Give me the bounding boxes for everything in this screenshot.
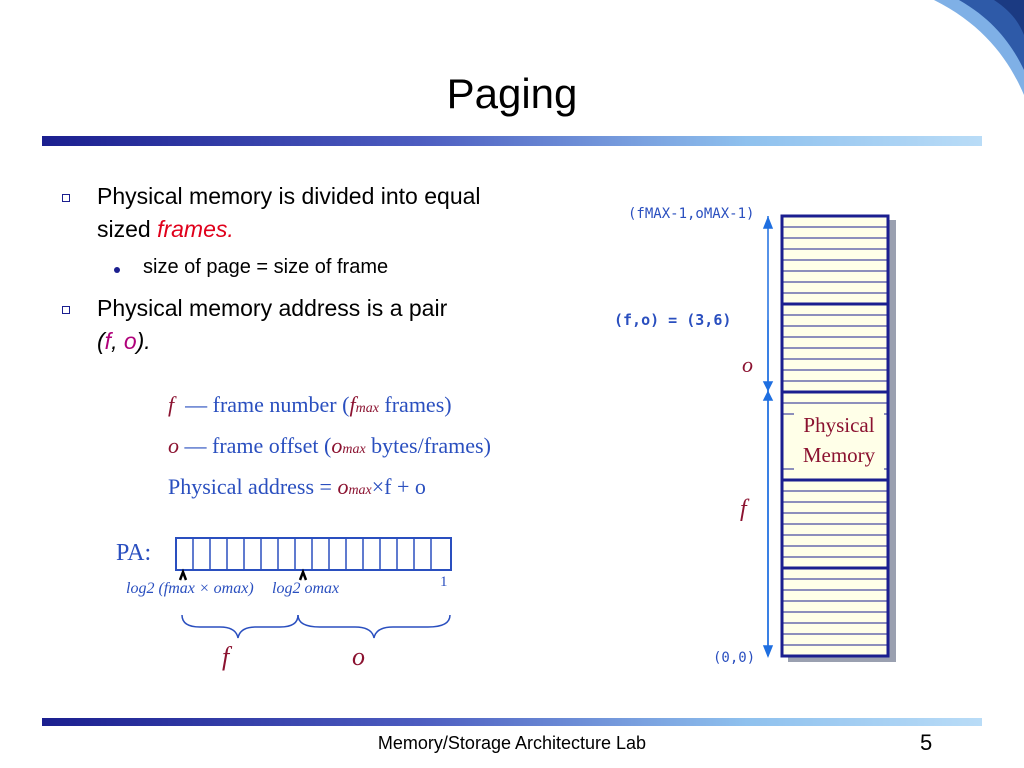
pa-low-bit-label: 1: [440, 574, 448, 590]
pa-offset-bit-label: log2 omax: [272, 580, 340, 597]
def-frame-offset: o — frame offset (omax bytes/frames): [168, 433, 491, 458]
pa-label: PA:: [116, 540, 152, 566]
corner-page-curl-decoration: [934, 0, 1024, 95]
bullet-1: Physical memory is divided into equal si…: [97, 183, 481, 242]
def-physical-address: Physical address = omax×f + o: [168, 474, 426, 499]
pa-offset-field-label: o: [352, 642, 365, 671]
memory-frame-label: f: [740, 496, 747, 522]
pa-frame-field-label: f: [222, 642, 230, 671]
bullet-2: Physical memory address is a pair (f, o)…: [97, 295, 448, 354]
def-frame-number: f — frame number (fmax frames): [168, 392, 452, 417]
definitions-block: f — frame number (fmax frames) o — frame…: [168, 386, 491, 509]
memory-bottom-address: (0,0): [713, 650, 756, 666]
memory-pair-label: (f,o) = (3,6): [614, 311, 732, 329]
sub-bullet-1: size of page = size of frame: [143, 256, 389, 278]
slide-title: Paging: [446, 70, 578, 117]
pa-register-diagram: [175, 537, 452, 639]
page-number: 5: [920, 730, 933, 755]
footer-text: Memory/Storage Architecture Lab: [377, 733, 647, 753]
pa-high-bit-label: log2 (fmax × omax): [126, 580, 254, 597]
bullet-marker: [62, 194, 70, 202]
memory-top-address: (fMAX-1,oMAX-1): [628, 206, 755, 222]
title-divider: [42, 136, 982, 146]
memory-offset-label: o: [742, 352, 753, 377]
sub-bullet-marker: [114, 267, 120, 273]
physical-memory-label: Physical Memory: [794, 410, 884, 470]
footer-divider: [42, 718, 982, 726]
bullet-marker: [62, 306, 70, 314]
